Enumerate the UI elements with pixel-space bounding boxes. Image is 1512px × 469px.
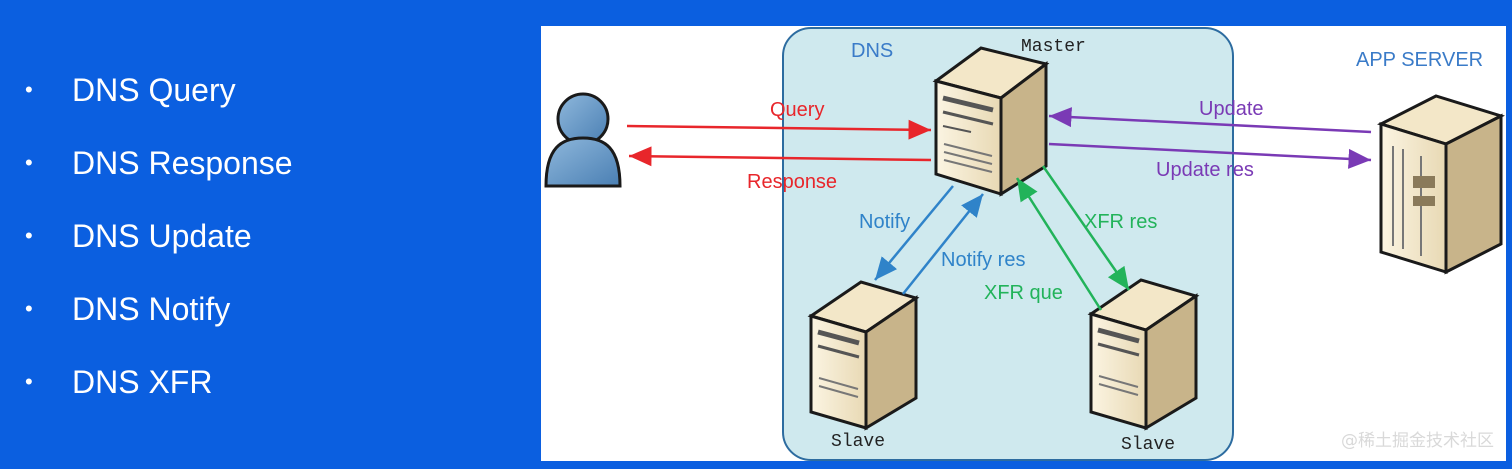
notify-res-arrow: [902, 193, 984, 295]
bullet-text: DNS XFR: [72, 363, 213, 400]
slave-left-server-icon: [807, 280, 920, 431]
bullet-item: • DNS Response: [25, 145, 293, 181]
bullet-dot: •: [25, 150, 33, 175]
app-server-label: APP SERVER: [1356, 49, 1483, 71]
bullet-text: DNS Query: [72, 71, 236, 108]
master-server-icon: [932, 46, 1050, 197]
response-arrow: [628, 146, 932, 167]
update-arrow: [1048, 107, 1372, 134]
slave-left-label: Slave: [831, 432, 885, 452]
query-arrow: [626, 119, 932, 140]
notify-arrow: [874, 185, 954, 281]
bullet-text: DNS Notify: [72, 290, 231, 327]
bullet-dot: •: [25, 296, 33, 321]
master-label: Master: [1021, 37, 1086, 57]
slave-right-server-icon: [1087, 278, 1200, 431]
bullet-item: • DNS Notify: [25, 291, 293, 327]
bullet-item: • DNS Update: [25, 218, 293, 254]
bullet-dot: •: [25, 223, 33, 248]
bullet-dot: •: [25, 77, 33, 102]
notify-label: Notify: [859, 211, 910, 233]
dns-diagram-panel: DNS Master Slave: [541, 26, 1506, 461]
bullet-item: • DNS Query: [25, 72, 293, 108]
bullet-dot: •: [25, 369, 33, 394]
update-res-label: Update res: [1156, 159, 1254, 181]
bullet-text: DNS Response: [72, 144, 293, 181]
update-label: Update: [1199, 98, 1264, 120]
update-res-arrow: [1048, 142, 1372, 169]
dns-zone-label: DNS: [851, 40, 893, 62]
xfr-res-arrow: [1041, 165, 1131, 291]
slave-right-label: Slave: [1121, 435, 1175, 455]
watermark: @稀土掘金技术社区: [1341, 431, 1494, 451]
client-user-icon: [544, 92, 622, 188]
xfr-que-label: XFR que: [984, 282, 1063, 304]
bullet-text: DNS Update: [72, 217, 252, 254]
topic-list: • DNS Query • DNS Response • DNS Update • DN…: [25, 72, 293, 437]
response-label: Response: [747, 171, 837, 193]
dns-diagram: DNS Master Slave: [544, 27, 1505, 461]
xfr-res-label: XFR res: [1084, 211, 1157, 233]
xfr-que-arrow: [1015, 177, 1103, 311]
app-server-icon: [1377, 94, 1505, 275]
query-label: Query: [770, 99, 824, 121]
notify-res-label: Notify res: [941, 249, 1025, 271]
bullet-item: • DNS XFR: [25, 364, 293, 400]
